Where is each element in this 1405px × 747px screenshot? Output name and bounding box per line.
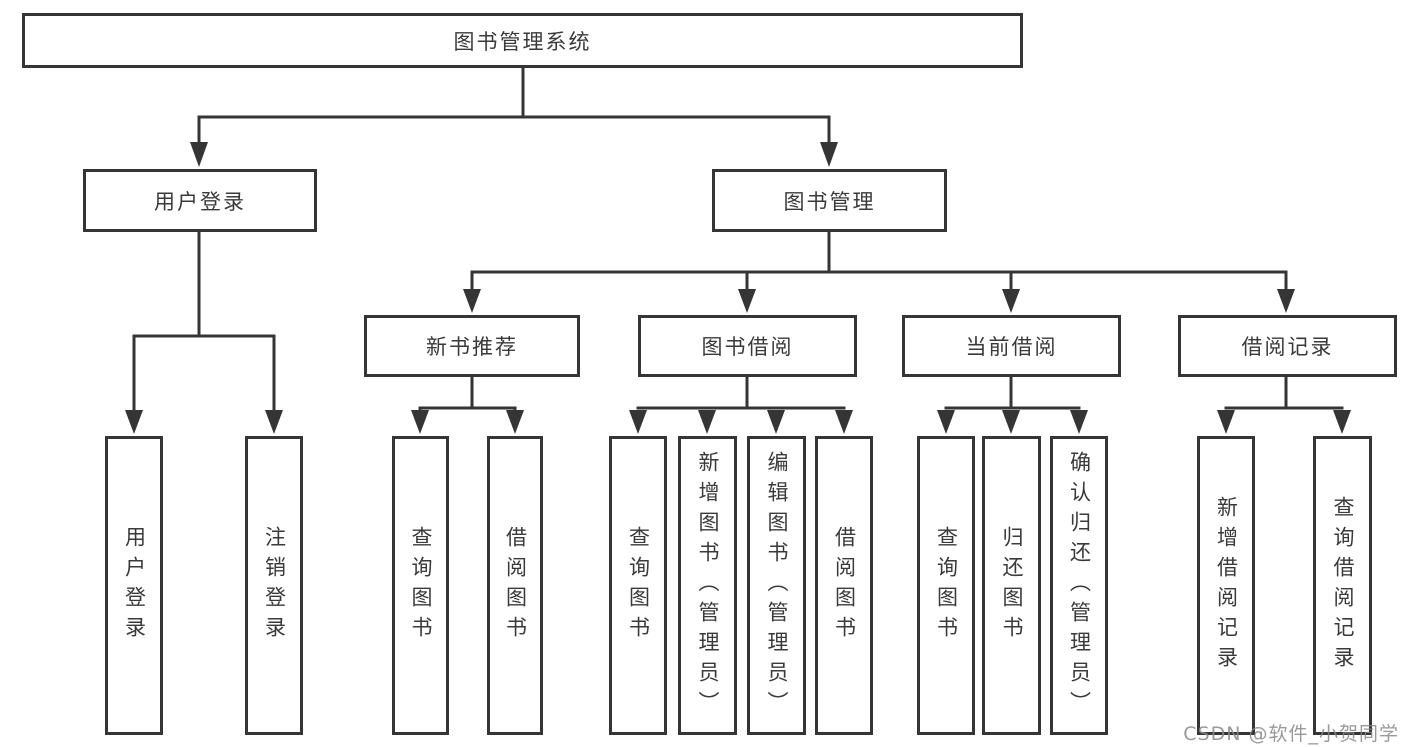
node-borrowing-records: 借阅记录 [1178, 315, 1397, 377]
node-user-login: 用户登录 [83, 169, 317, 232]
node-book-borrowing: 图书借阅 [638, 315, 857, 377]
node-leaf-query-books-bb: 查询图书 [609, 436, 667, 735]
leaf-label: 归还图书 [1000, 525, 1025, 646]
node-leaf-return-books: 归还图书 [982, 436, 1041, 735]
node-leaf-add-books-admin: 新增图书（管理员） [678, 436, 737, 735]
leaf-label: 借阅图书 [832, 525, 857, 646]
leaf-label: 查询图书 [409, 525, 434, 646]
leaf-label: 新增图书（管理员） [696, 450, 721, 721]
node-leaf-logout: 注销登录 [245, 436, 303, 735]
node-book-management: 图书管理 [712, 169, 947, 232]
node-leaf-borrow-books-rec: 借阅图书 [487, 436, 543, 735]
leaf-label: 确认归还（管理员） [1067, 450, 1092, 721]
leaf-label: 查询图书 [626, 525, 651, 646]
node-library-management-system: 图书管理系统 [22, 13, 1023, 68]
node-leaf-add-borrow-record: 新增借阅记录 [1197, 436, 1255, 735]
leaf-label: 查询图书 [934, 525, 959, 646]
leaf-label: 用户登录 [122, 525, 147, 646]
leaf-label: 借阅图书 [503, 525, 528, 646]
watermark-text: CSDN @软件_小贺同学 [1183, 723, 1399, 745]
node-leaf-query-books-rec: 查询图书 [392, 436, 449, 735]
leaf-label: 注销登录 [262, 525, 287, 646]
node-leaf-query-borrow-record: 查询借阅记录 [1313, 436, 1372, 735]
leaf-label: 查询借阅记录 [1331, 495, 1356, 676]
leaf-label: 新增借阅记录 [1214, 495, 1239, 676]
node-new-book-recommendation: 新书推荐 [364, 315, 580, 377]
node-leaf-confirm-return-admin: 确认归还（管理员） [1050, 436, 1108, 735]
node-leaf-user-login: 用户登录 [105, 436, 163, 735]
node-leaf-query-books-cb: 查询图书 [917, 436, 975, 735]
node-current-borrowing: 当前借阅 [902, 315, 1121, 377]
node-leaf-edit-books-admin: 编辑图书（管理员） [747, 436, 806, 735]
node-leaf-borrow-books-bb: 借阅图书 [815, 436, 873, 735]
leaf-label: 编辑图书（管理员） [765, 450, 790, 721]
